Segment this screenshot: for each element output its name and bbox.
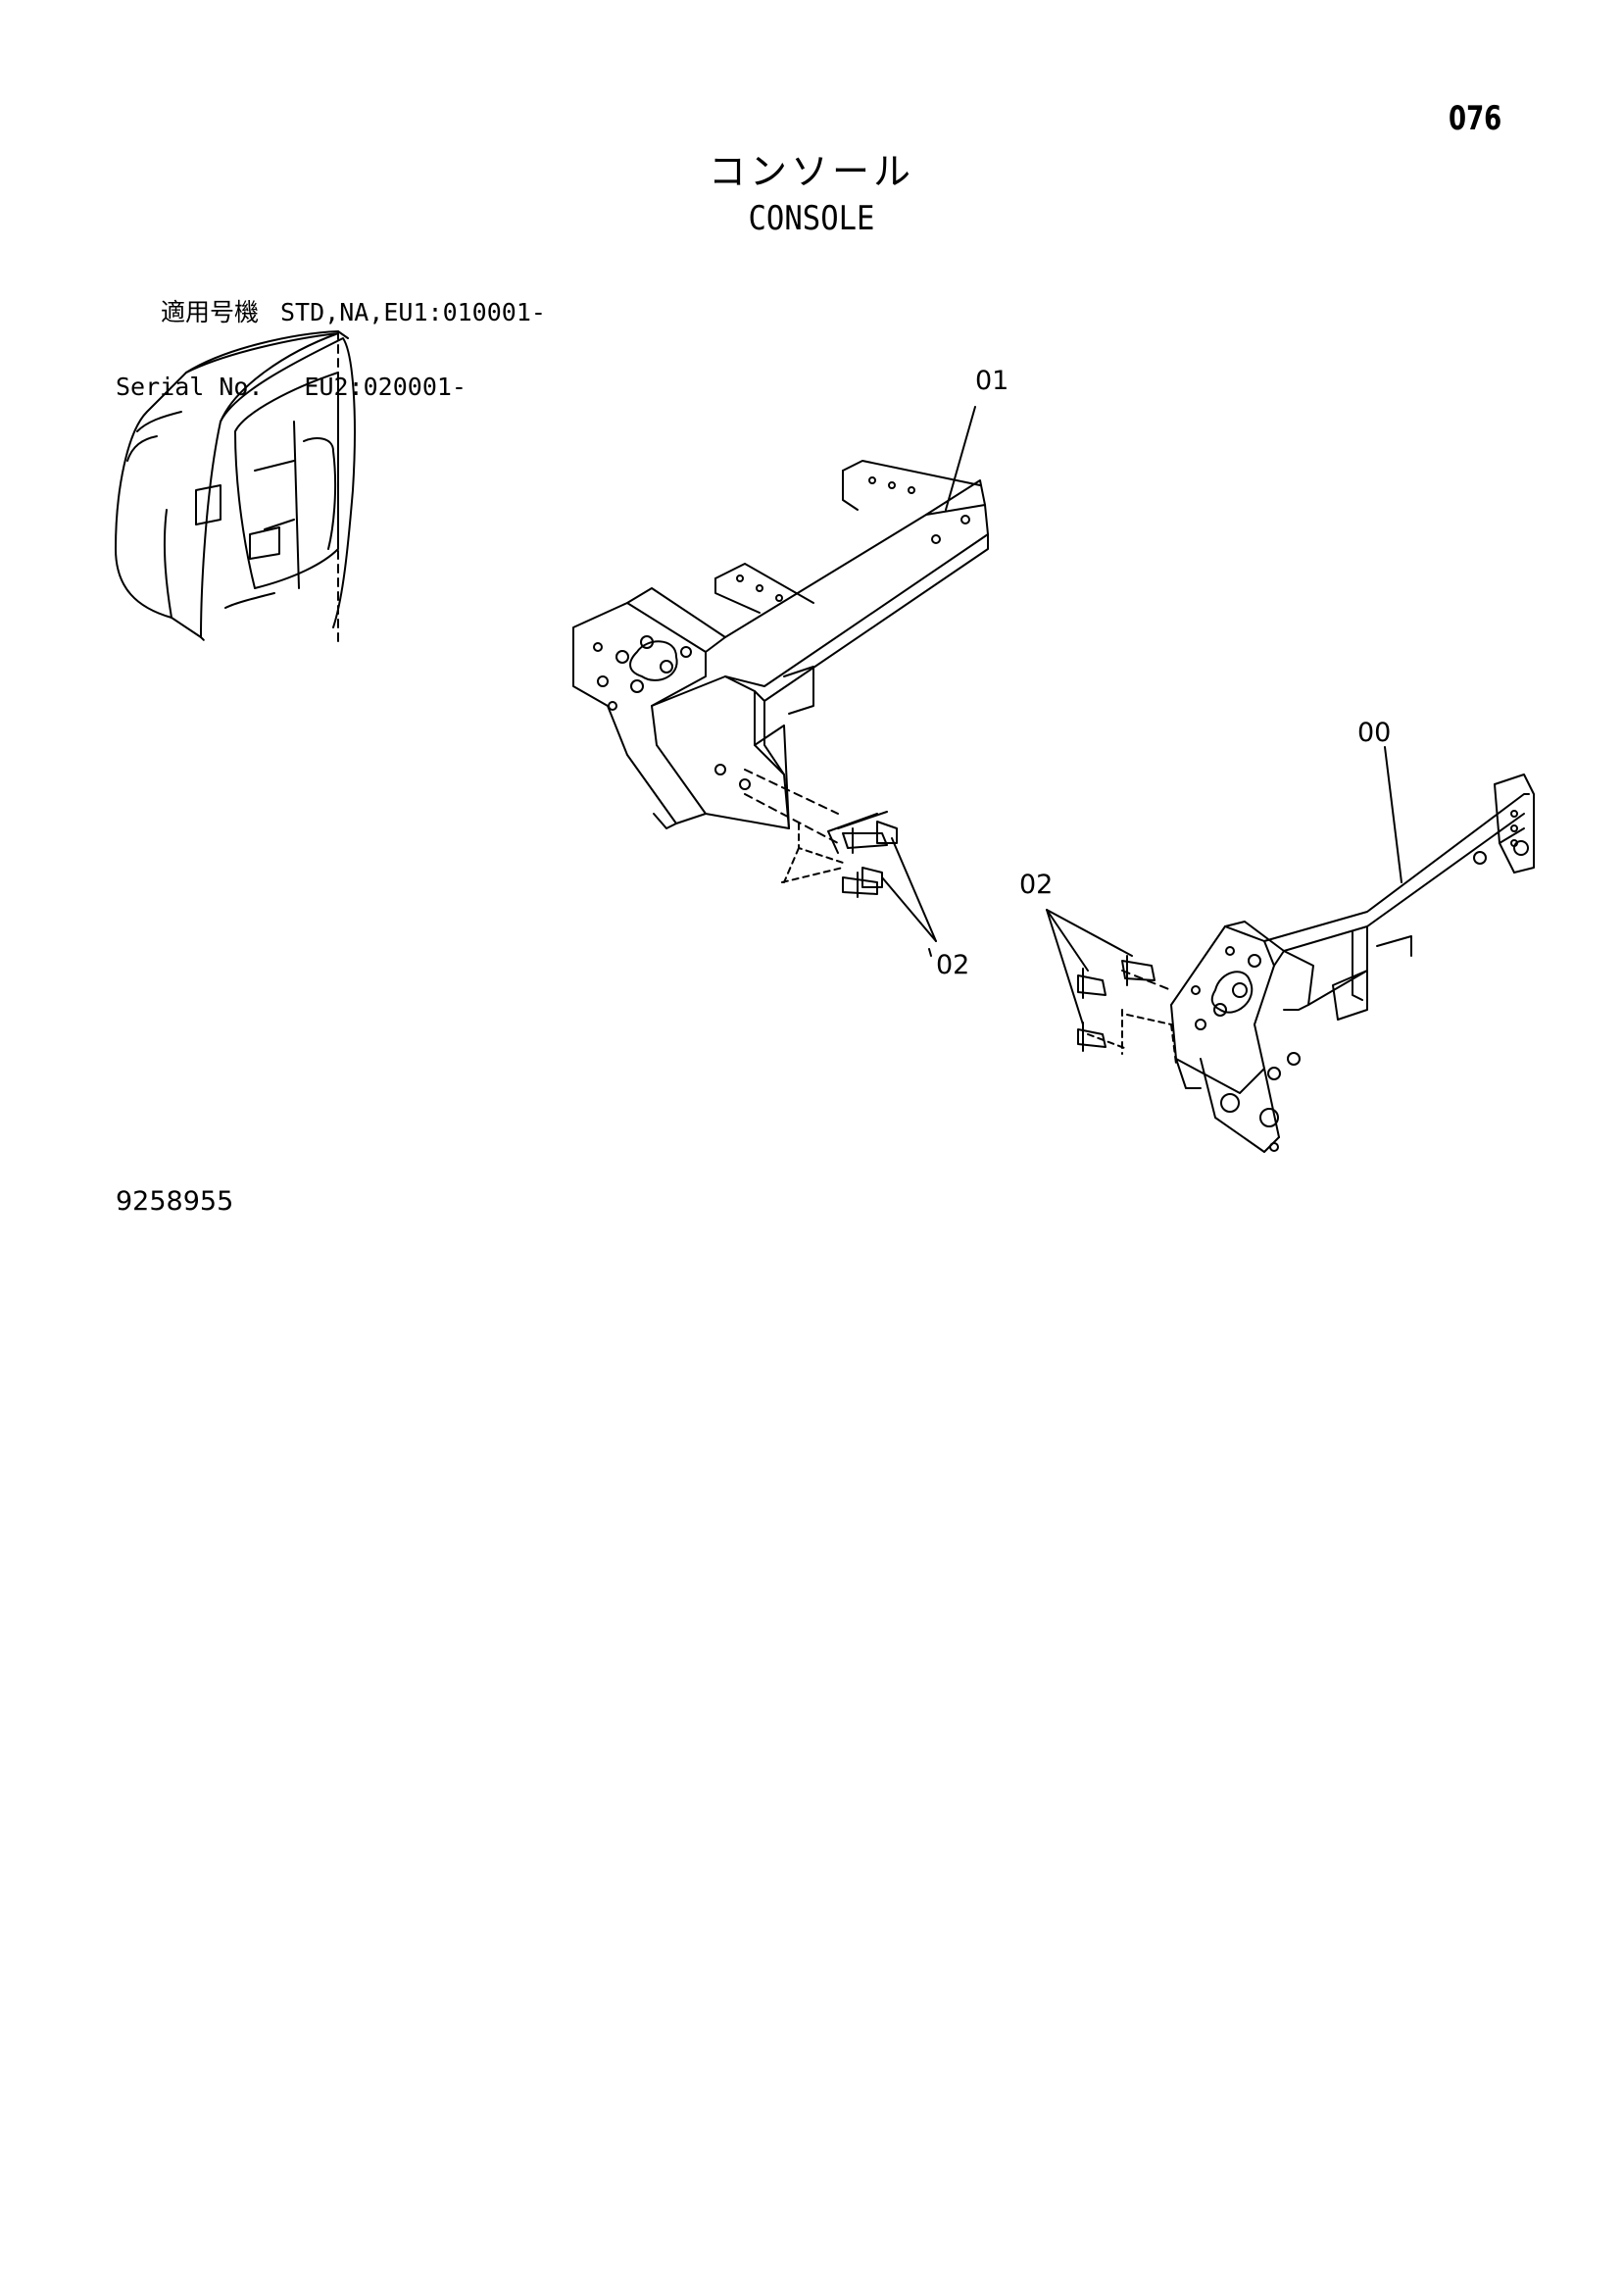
title-japanese: コンソール	[708, 150, 914, 193]
leader-lines	[881, 406, 1402, 1025]
page-number: 076	[1449, 99, 1502, 138]
callout-part-01: 01	[975, 366, 1008, 396]
cab-thumbnail-illustration	[115, 330, 356, 643]
serial-number-block: 適用号機 STD,NA,EU1:010001- Serial No. EU2:0…	[116, 251, 546, 424]
parts-diagram: 01 00 02 02	[115, 330, 1535, 1153]
bolt-group-02-right	[1077, 955, 1177, 1065]
callout-part-02-left: 02	[936, 950, 969, 980]
drawing-number: 9258955	[116, 1186, 234, 1217]
title-english: CONSOLE	[748, 199, 875, 238]
serial-range-line2: EU2:020001-	[304, 373, 467, 401]
callout-part-02-right: 02	[1019, 870, 1053, 900]
serial-label-japanese: 適用号機	[160, 298, 259, 326]
console-bracket-01	[572, 460, 989, 829]
console-bracket-00	[1170, 774, 1535, 1153]
bolt-group-02-left	[744, 769, 898, 898]
callout-part-00: 00	[1357, 718, 1391, 748]
